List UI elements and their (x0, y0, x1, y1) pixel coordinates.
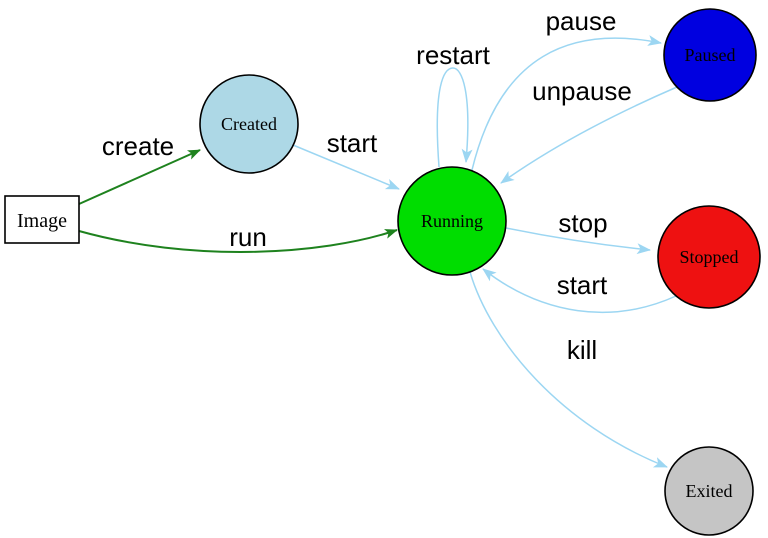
edge-start-created-running (292, 144, 400, 190)
edge-stop (505, 227, 651, 255)
paused-node-shape (663, 8, 757, 102)
edges (78, 35, 678, 468)
stopped-node-label: Stopped (679, 247, 738, 267)
node-stopped: Stopped (657, 205, 761, 309)
stop-edge-label: stop (558, 208, 607, 238)
start-stopped-edge-label: start (557, 270, 608, 300)
restart-edge-label: restart (416, 40, 490, 70)
edge-kill (469, 271, 668, 468)
node-exited: Exited (664, 446, 754, 536)
image-node-shape (4, 195, 80, 244)
edge-labels: create run start restart pause unpause s… (102, 6, 632, 365)
unpause-edge-label: unpause (532, 76, 632, 106)
stopped-node-shape (657, 205, 761, 309)
exited-node-label: Exited (686, 481, 733, 501)
node-created: Created (199, 74, 299, 174)
node-image: Image (4, 195, 80, 244)
created-node-shape (199, 74, 299, 174)
exited-node-shape (664, 446, 754, 536)
edge-pause (471, 35, 662, 171)
edge-run (78, 229, 398, 253)
kill-edge-label: kill (567, 335, 597, 365)
edge-start-stopped-running (482, 268, 677, 314)
run-edge-label: run (229, 222, 267, 252)
image-node-label: Image (17, 210, 67, 232)
running-node-shape (397, 166, 507, 276)
paused-node-label: Paused (685, 45, 736, 65)
start-created-edge-label: start (327, 128, 378, 158)
pause-edge-label: pause (546, 6, 617, 36)
edge-create (78, 149, 201, 205)
nodes: Image Created Running Paused Stopped Exi (4, 8, 761, 536)
created-node-label: Created (221, 114, 277, 134)
edge-restart-self-loop (436, 67, 473, 168)
node-paused: Paused (663, 8, 757, 102)
edge-unpause (500, 86, 678, 184)
create-edge-label: create (102, 131, 174, 161)
running-node-label: Running (421, 211, 483, 231)
node-running: Running (397, 166, 507, 276)
